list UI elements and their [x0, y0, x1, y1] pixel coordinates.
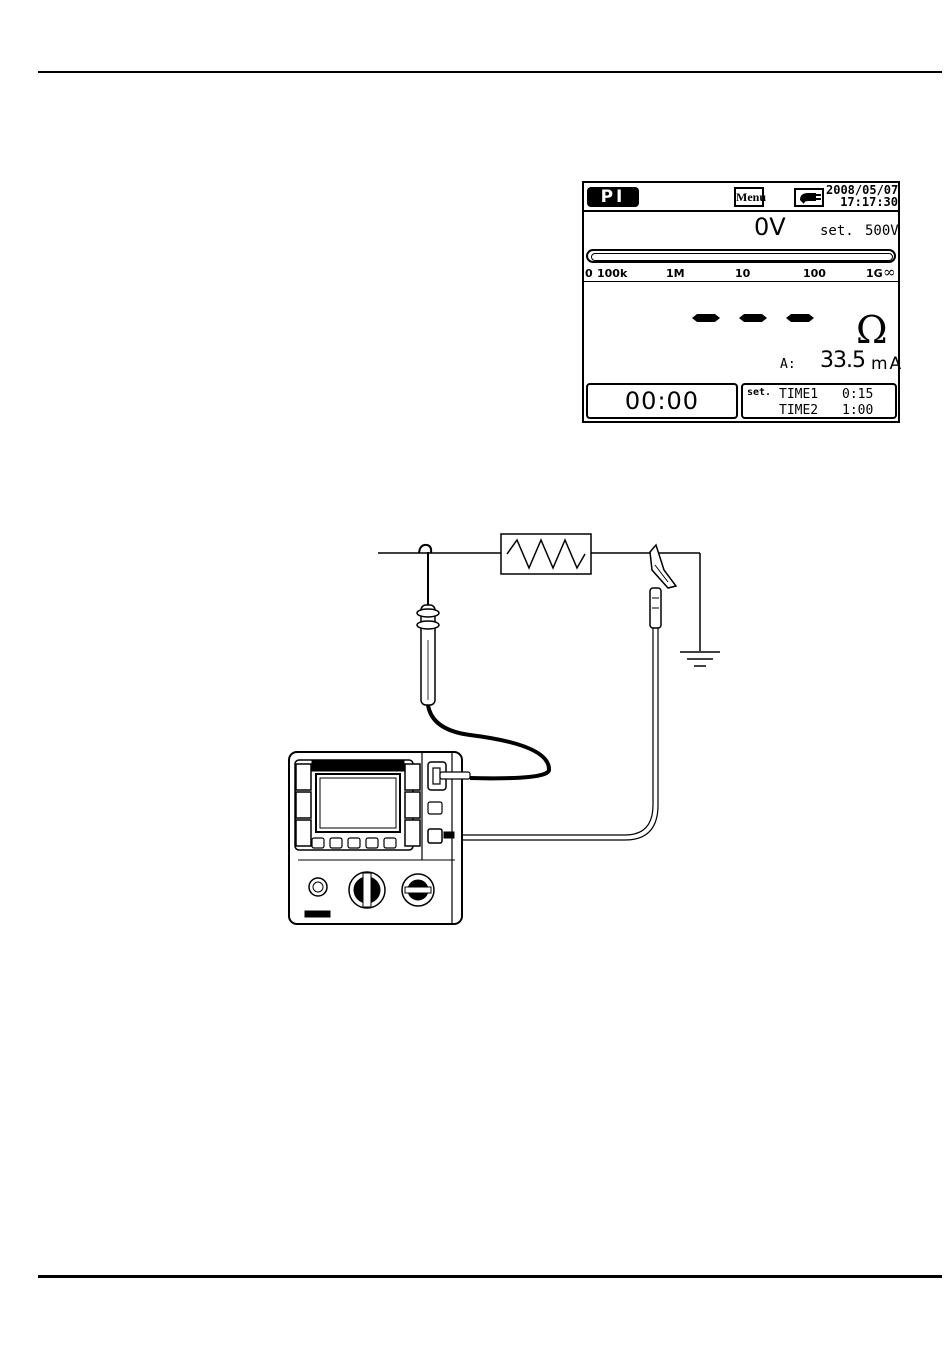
ground-icon — [680, 652, 720, 666]
tester-device-icon — [289, 752, 470, 924]
earth-test-lead — [452, 628, 658, 840]
line-probe-icon — [417, 545, 439, 705]
bottom-rule — [38, 1275, 942, 1278]
alligator-clip-icon — [650, 545, 676, 628]
resistor-icon — [501, 534, 591, 574]
